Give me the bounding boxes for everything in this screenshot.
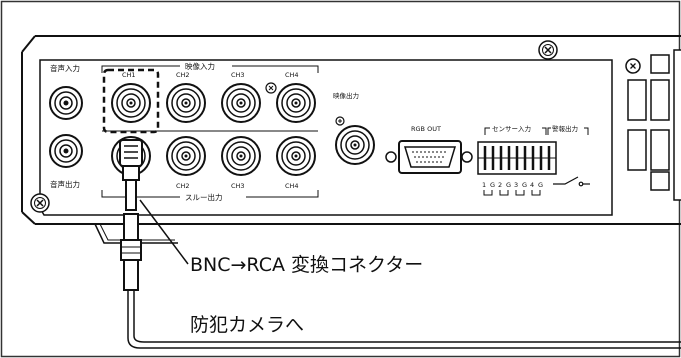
terminal-3-label: 3 — [514, 181, 518, 189]
terminal-2-label: 2 — [498, 181, 502, 189]
terminal-g3-label: G — [522, 181, 527, 189]
terminal-g4-label: G — [538, 181, 543, 189]
ch2-out-label: CH2 — [176, 182, 190, 190]
bnc-through-ch3 — [221, 136, 261, 176]
screw-right — [625, 58, 641, 74]
video-in-label: 映像入力 — [185, 61, 215, 71]
screw-small — [265, 82, 277, 94]
ch3-in-label: CH3 — [231, 71, 245, 79]
video-out-label: 映像出力 — [333, 91, 359, 100]
bnc-through-ch4 — [276, 136, 316, 176]
bnc-through-ch2 — [166, 136, 206, 176]
bnc-video-out — [335, 125, 375, 165]
bnc-input-ch4 — [276, 83, 316, 123]
audio-out-label: 音声出力 — [50, 179, 80, 189]
ch4-out-label: CH4 — [285, 182, 299, 190]
bnc-input-ch1 — [111, 83, 151, 123]
adapter-callout-text: BNC→RCA 変換コネクター — [190, 254, 423, 276]
sensor-bracket — [484, 127, 589, 135]
video-input-bracket — [101, 65, 319, 198]
rca-plug — [120, 213, 142, 291]
audio-out-connector — [49, 134, 83, 168]
terminal-labels: 1 G 2 G 3 G 4 G — [482, 181, 543, 189]
camera-cable — [127, 290, 681, 349]
sensor-in-label: センサー入力 — [492, 124, 531, 133]
terminal-g1-label: G — [490, 181, 495, 189]
through-out-label: スルー出力 — [185, 192, 223, 202]
terminal-1-label: 1 — [482, 181, 486, 189]
audio-in-connector — [49, 86, 83, 120]
adapter-leader-line — [139, 199, 189, 265]
screw-left — [30, 193, 50, 213]
screw-top — [538, 40, 558, 60]
bnc-input-ch2 — [166, 83, 206, 123]
bnc-rca-adapter — [119, 139, 143, 211]
rgb-out-label: RGB OUT — [411, 125, 441, 133]
vent-slots — [627, 49, 681, 201]
alarm-switch-symbol — [553, 176, 590, 187]
terminal-4-label: 4 — [530, 181, 534, 189]
ch4-in-label: CH4 — [285, 71, 299, 79]
ch1-highlight-box — [102, 68, 160, 134]
screw-video-out — [335, 116, 345, 126]
terminal-pair-brackets — [483, 190, 541, 196]
recorder-rear-panel — [21, 35, 681, 244]
audio-in-label: 音声入力 — [50, 63, 80, 73]
terminal-block — [477, 141, 557, 175]
ch2-in-label: CH2 — [176, 71, 190, 79]
alarm-out-label: 警報出力 — [552, 124, 578, 133]
rgb-out-connector — [385, 140, 473, 174]
ch3-out-label: CH3 — [231, 182, 245, 190]
bnc-input-ch3 — [221, 83, 261, 123]
camera-callout-text: 防犯カメラへ — [190, 314, 304, 336]
ch1-in-label: CH1 — [122, 71, 136, 79]
terminal-g2-label: G — [506, 181, 511, 189]
